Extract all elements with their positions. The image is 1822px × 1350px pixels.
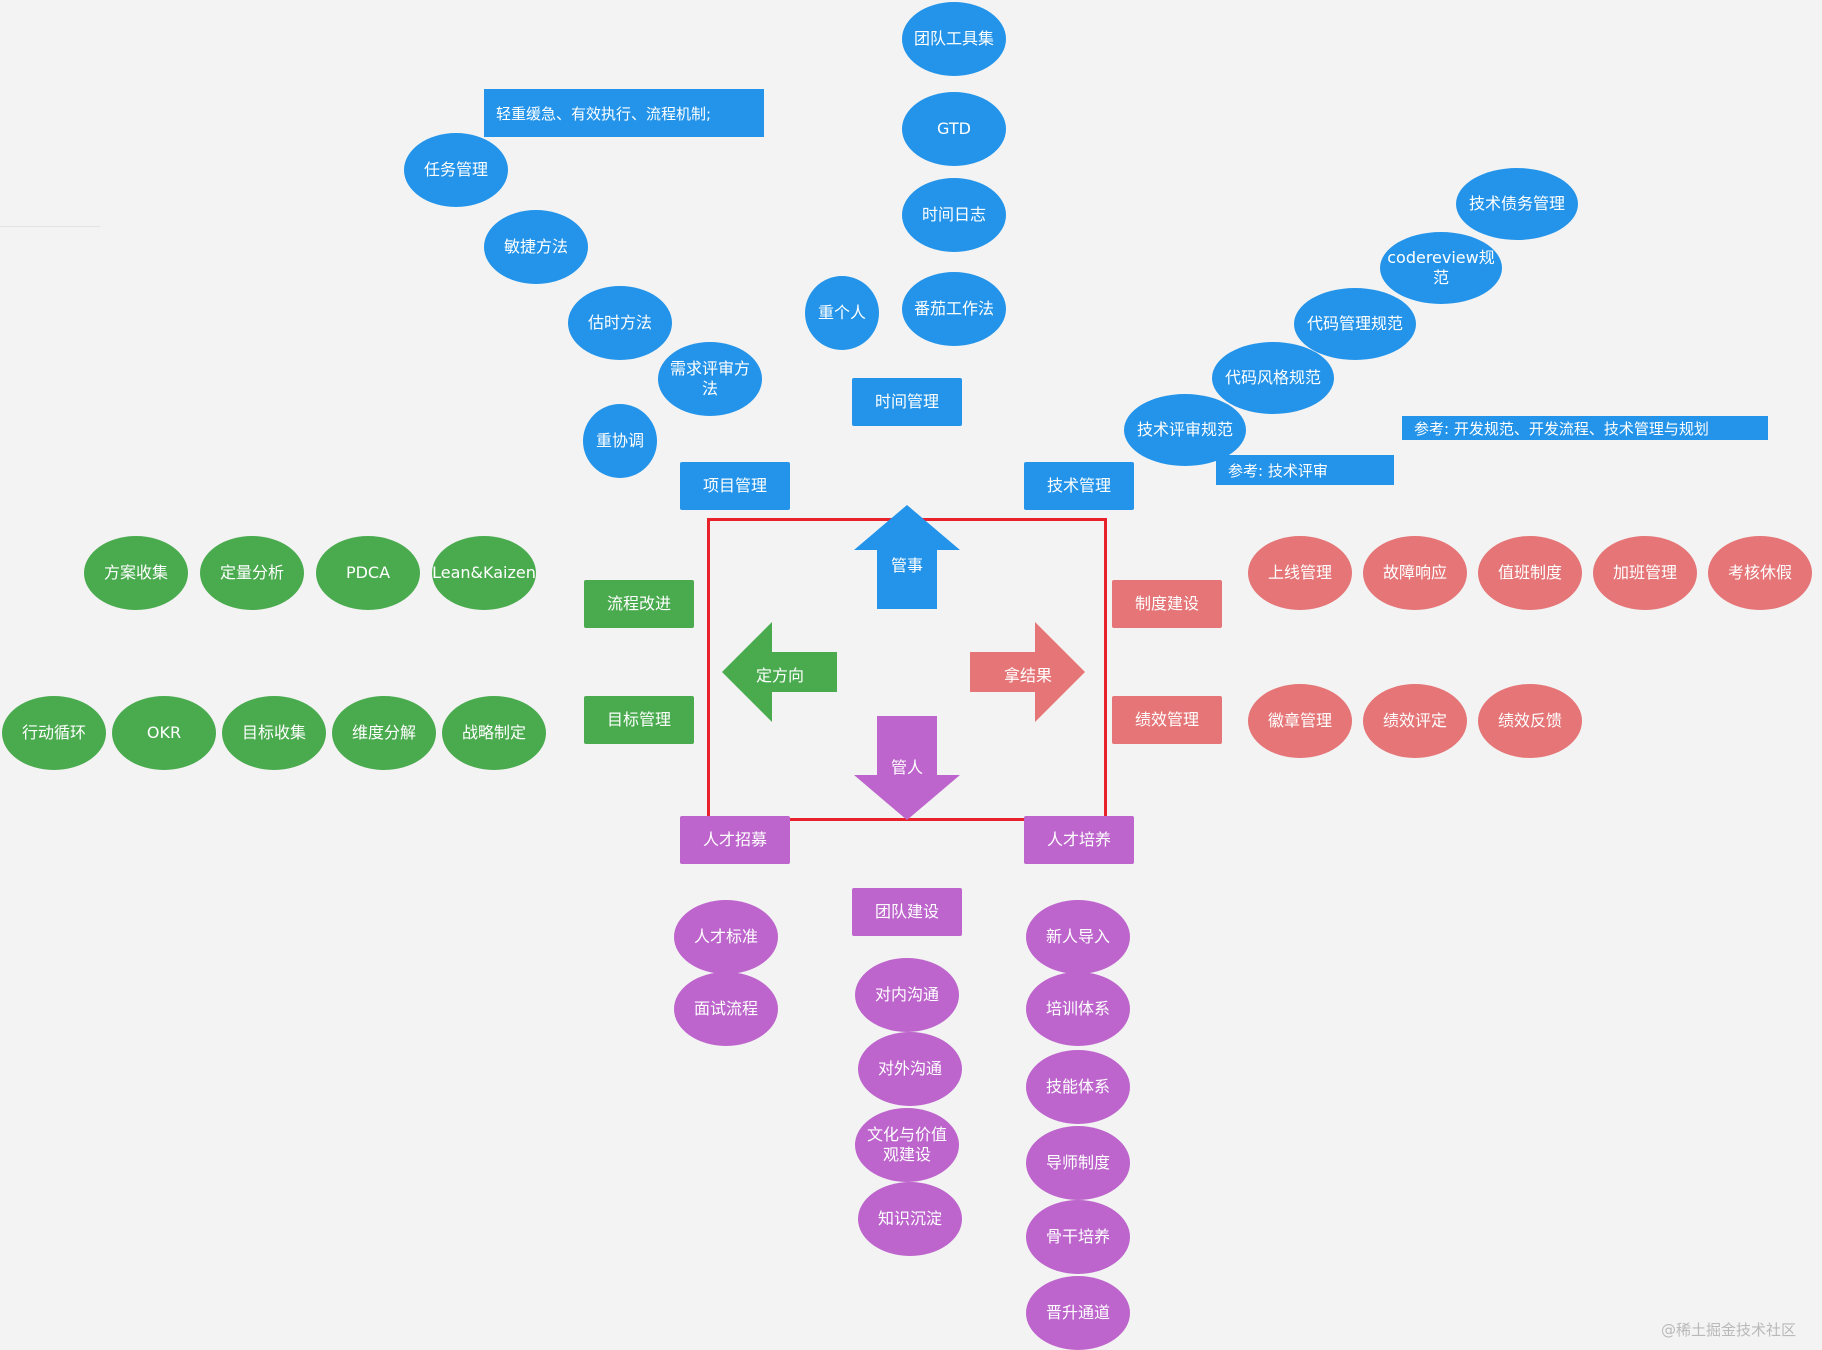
assessment-leave-node[interactable]: 考核休假 <box>1708 536 1812 610</box>
project-note: 轻重缓急、有效执行、流程机制; <box>484 89 764 137</box>
dimension-decompose-node[interactable]: 维度分解 <box>332 696 436 770</box>
interview-process-node[interactable]: 面试流程 <box>674 972 778 1046</box>
external-communication-node[interactable]: 对外沟通 <box>858 1032 962 1106</box>
watermark: @稀土掘金技术社区 <box>1660 1321 1796 1339</box>
gtd-node[interactable]: GTD <box>902 92 1006 166</box>
pdca-node[interactable]: PDCA <box>316 536 420 610</box>
process-improvement-node[interactable]: 流程改进 <box>584 580 694 628</box>
divider-line <box>0 226 100 227</box>
mentor-system-node[interactable]: 导师制度 <box>1026 1126 1130 1200</box>
system-building-node[interactable]: 制度建设 <box>1112 580 1222 628</box>
left-arrow <box>722 622 837 722</box>
internal-communication-node[interactable]: 对内沟通 <box>855 958 959 1032</box>
tech-review-note: 参考: 技术评审 <box>1216 455 1394 485</box>
key-talent-node[interactable]: 骨干培养 <box>1026 1200 1130 1274</box>
onboarding-node[interactable]: 新人导入 <box>1026 900 1130 974</box>
time-log-node[interactable]: 时间日志 <box>902 178 1006 252</box>
incident-response-node[interactable]: 故障响应 <box>1363 536 1467 610</box>
team-building-node[interactable]: 团队建设 <box>852 888 962 936</box>
up-arrow-label: 管事 <box>890 556 923 575</box>
talent-development-node[interactable]: 人才培养 <box>1024 816 1134 864</box>
right-arrow <box>970 622 1085 722</box>
badge-management-node[interactable]: 徽章管理 <box>1248 684 1352 758</box>
right-arrow-label: 拿结果 <box>1003 666 1052 685</box>
estimation-method-node[interactable]: 估时方法 <box>568 286 672 360</box>
project-management-node[interactable]: 项目管理 <box>680 462 790 510</box>
release-management-node[interactable]: 上线管理 <box>1248 536 1352 610</box>
tech-debt-node[interactable]: 技术债务管理 <box>1456 168 1578 240</box>
requirement-review-node[interactable]: 需求评审方法 <box>658 342 762 416</box>
personal-focus-node[interactable]: 重个人 <box>805 276 879 350</box>
performance-feedback-node[interactable]: 绩效反馈 <box>1478 684 1582 758</box>
strategy-formulation-node[interactable]: 战略制定 <box>442 696 546 770</box>
goal-management-node[interactable]: 目标管理 <box>584 696 694 744</box>
task-management-node[interactable]: 任务管理 <box>404 133 508 207</box>
recruitment-node[interactable]: 人才招募 <box>680 816 790 864</box>
training-system-node[interactable]: 培训体系 <box>1026 972 1130 1046</box>
promotion-path-node[interactable]: 晋升通道 <box>1026 1276 1130 1350</box>
team-toolkit-node[interactable]: 团队工具集 <box>902 2 1006 76</box>
code-style-spec-node[interactable]: 代码风格规范 <box>1212 342 1334 414</box>
performance-review-node[interactable]: 绩效评定 <box>1363 684 1467 758</box>
tech-management-node[interactable]: 技术管理 <box>1024 462 1134 510</box>
tech-note-reference: 参考: 开发规范、开发流程、技术管理与规划 <box>1402 416 1768 440</box>
action-loop-node[interactable]: 行动循环 <box>2 696 106 770</box>
plan-collection-node[interactable]: 方案收集 <box>84 536 188 610</box>
lean-kaizen-node[interactable]: Lean&Kaizen <box>432 536 536 610</box>
agile-method-node[interactable]: 敏捷方法 <box>484 210 588 284</box>
skill-system-node[interactable]: 技能体系 <box>1026 1050 1130 1124</box>
codereview-spec-node[interactable]: codereview规范 <box>1380 232 1502 304</box>
up-arrow <box>854 505 960 609</box>
down-arrow <box>854 716 960 820</box>
down-arrow-label: 管人 <box>890 758 923 777</box>
on-call-system-node[interactable]: 值班制度 <box>1478 536 1582 610</box>
culture-values-node[interactable]: 文化与价值观建设 <box>855 1108 959 1182</box>
pomodoro-node[interactable]: 番茄工作法 <box>902 272 1006 346</box>
talent-standard-node[interactable]: 人才标准 <box>674 900 778 974</box>
left-arrow-label: 定方向 <box>755 666 804 685</box>
code-management-spec-node[interactable]: 代码管理规范 <box>1294 288 1416 360</box>
quantitative-analysis-node[interactable]: 定量分析 <box>200 536 304 610</box>
okr-node[interactable]: OKR <box>112 696 216 770</box>
performance-management-node[interactable]: 绩效管理 <box>1112 696 1222 744</box>
knowledge-accumulation-node[interactable]: 知识沉淀 <box>858 1182 962 1256</box>
time-management-node[interactable]: 时间管理 <box>852 378 962 426</box>
coordination-focus-node[interactable]: 重协调 <box>583 404 657 478</box>
overtime-management-node[interactable]: 加班管理 <box>1593 536 1697 610</box>
tech-review-spec-node[interactable]: 技术评审规范 <box>1124 394 1246 466</box>
goal-collection-node[interactable]: 目标收集 <box>222 696 326 770</box>
